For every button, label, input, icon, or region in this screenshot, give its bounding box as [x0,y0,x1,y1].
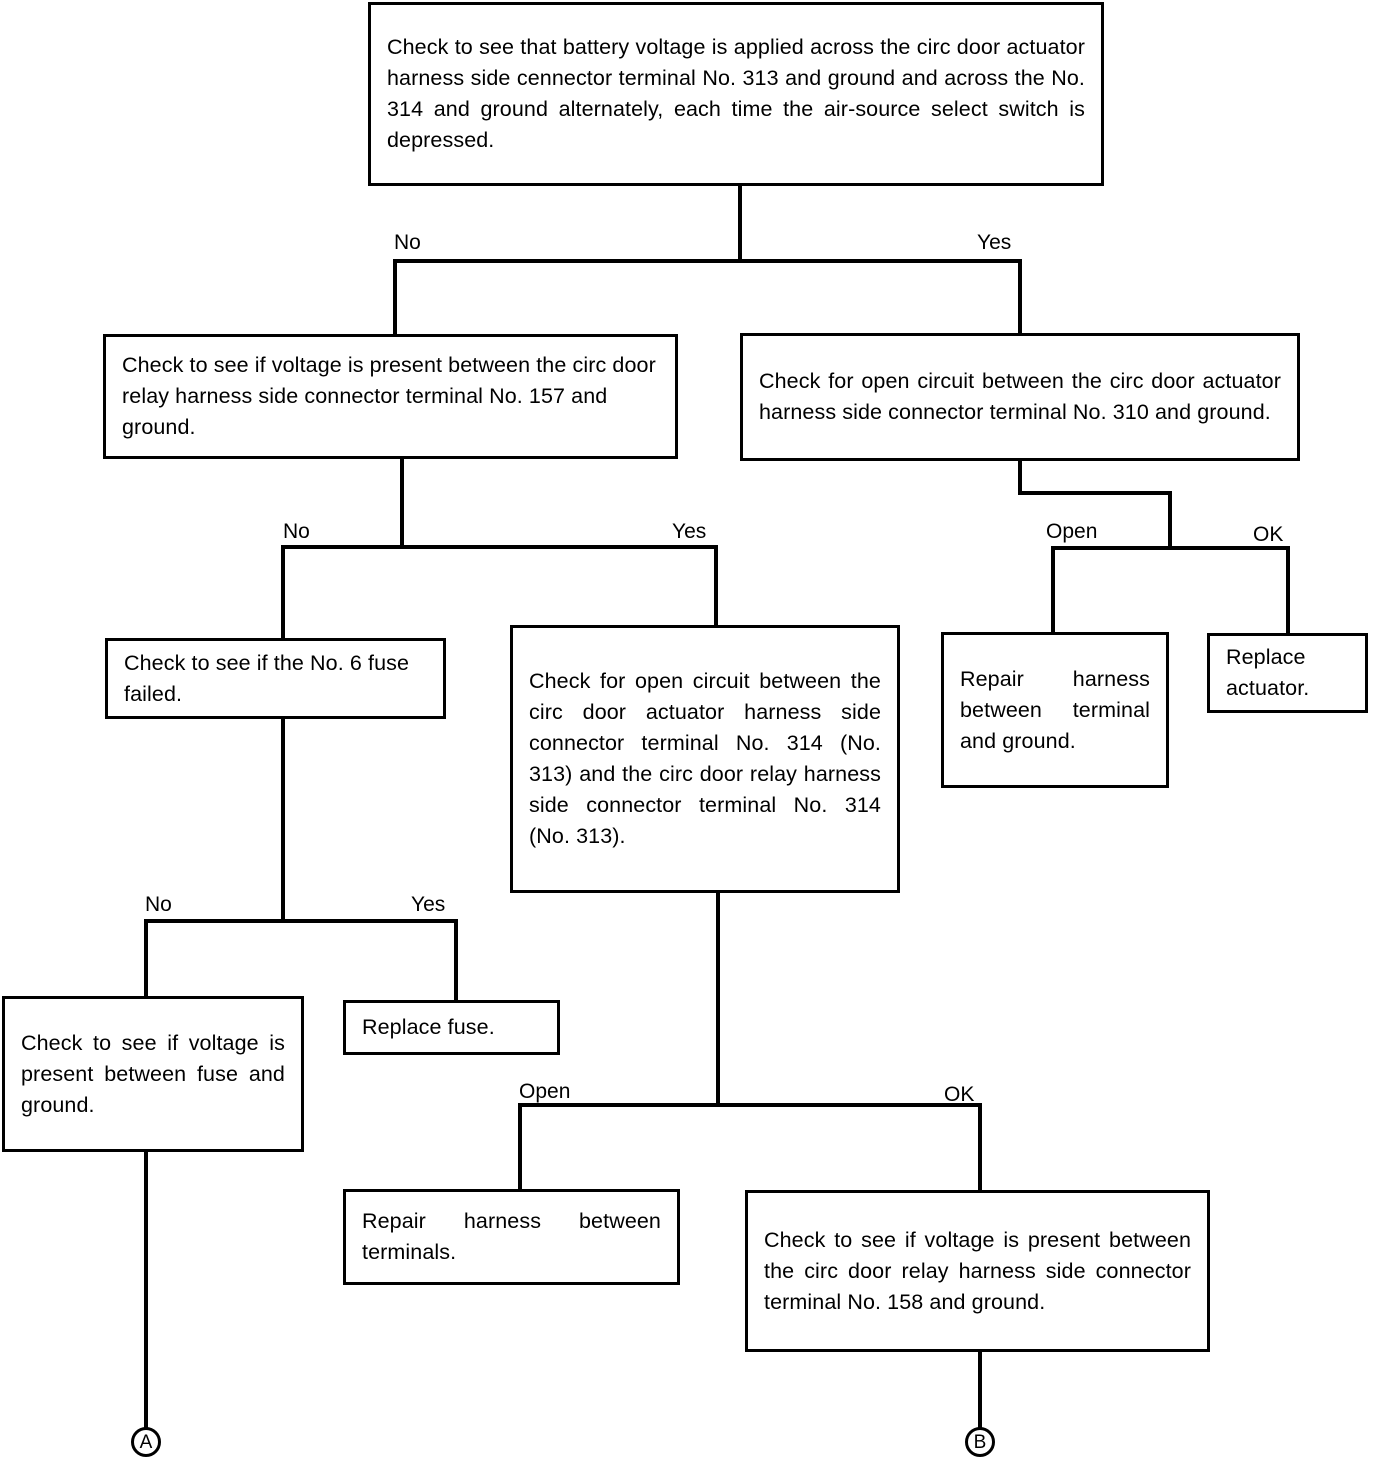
node-fuse-6-check: Check to see if the No. 6 fuse failed. [105,638,446,719]
node-replace-actuator-text: Replace actuator. [1226,645,1310,700]
node-relay-157-check-text: Check to see if voltage is present betwe… [122,353,656,439]
connector-circle-a: A [131,1427,161,1457]
node-repair-harness-ground-text: Repair harness between terminal and grou… [960,666,1150,753]
node-open-circuit-314-313-check: Check for open circuit between the circ … [510,625,900,893]
connector-circle-b: B [965,1427,995,1457]
edge-label-no-2: No [283,520,310,543]
edge-label-ok-3: OK [1253,523,1284,546]
node-open-circuit-314-313-check-text: Check for open circuit between the circ … [529,669,881,848]
node-relay-158-check: Check to see if voltage is present betwe… [745,1190,1210,1352]
node-top-check: Check to see that battery voltage is app… [368,2,1104,186]
edge-label-yes-4: Yes [411,893,446,916]
edge-label-open-3: Open [1046,520,1098,543]
node-voltage-fuse-ground-check: Check to see if voltage is present betwe… [2,996,304,1152]
edge-label-open-5: Open [519,1080,571,1103]
node-fuse-6-check-text: Check to see if the No. 6 fuse failed. [124,650,410,706]
edge-label-ok-5: OK [944,1083,975,1106]
edge-label-yes-1: Yes [977,231,1012,254]
node-replace-actuator: Replace actuator. [1207,633,1368,713]
node-relay-157-check: Check to see if voltage is present betwe… [103,334,678,459]
node-repair-harness-terminals: Repair harness between terminals. [343,1189,680,1285]
node-relay-158-check-text: Check to see if voltage is present betwe… [764,1227,1191,1314]
node-actuator-310-check: Check for open circuit between the circ … [740,333,1300,461]
edge-label-yes-2: Yes [672,520,707,543]
node-replace-fuse-text: Replace fuse. [362,1015,495,1039]
node-top-check-text: Check to see that battery voltage is app… [387,35,1085,152]
node-replace-fuse: Replace fuse. [343,1000,560,1055]
node-repair-harness-terminals-text: Repair harness between terminals. [362,1209,661,1264]
node-repair-harness-ground: Repair harness between terminal and grou… [941,632,1169,788]
edge-label-no-4: No [145,893,172,916]
edge-label-no-1: No [394,231,421,254]
node-voltage-fuse-ground-check-text: Check to see if voltage is present betwe… [21,1030,285,1117]
node-actuator-310-check-text: Check for open circuit between the circ … [759,369,1281,424]
